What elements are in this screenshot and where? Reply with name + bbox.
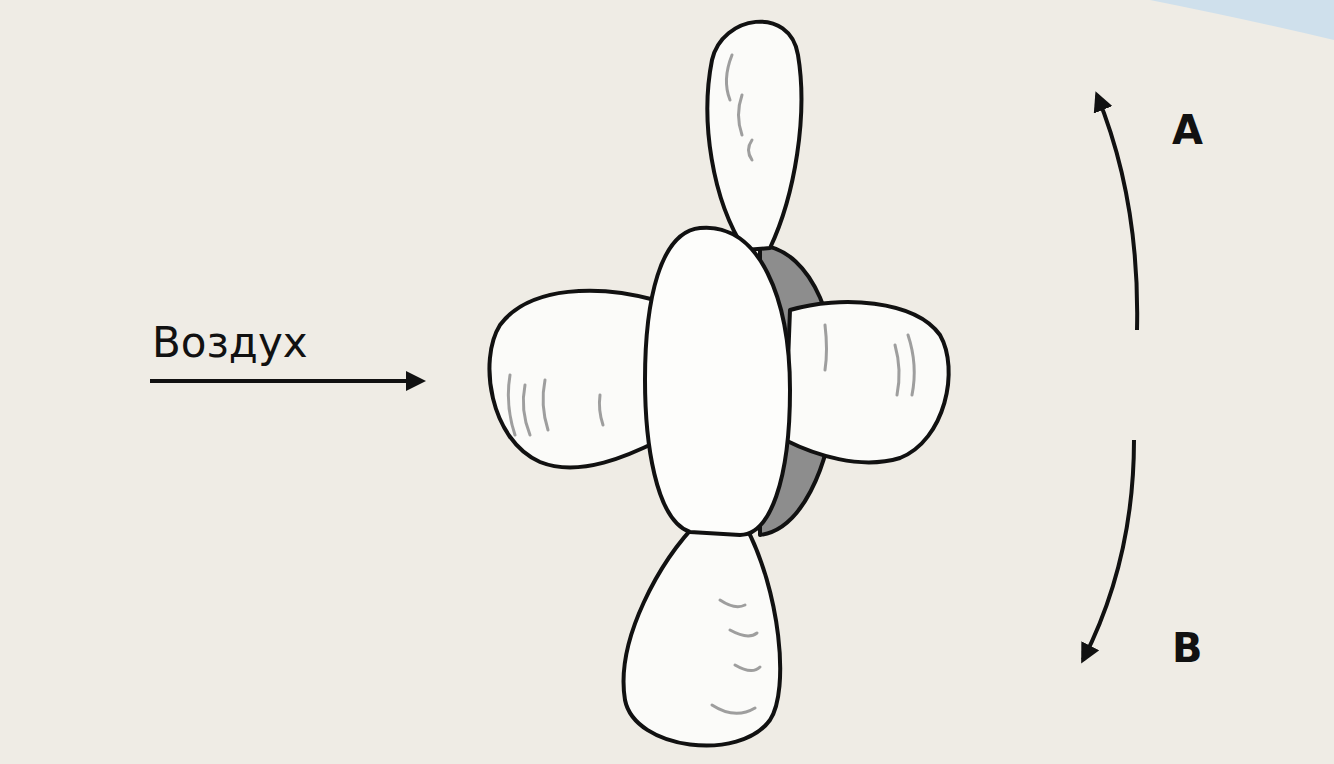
bottom-blade [624,520,781,746]
corner-decoration [1150,0,1334,40]
air-arrow [150,379,422,383]
left-blade [489,291,660,468]
right-blade [785,302,949,462]
direction-label: A [1172,110,1203,150]
air-label: Воздух [152,322,308,364]
top-blade [707,22,801,250]
direction-label: B [1172,628,1203,668]
hub [645,228,790,535]
rotation-arrow-a [1097,95,1137,330]
rotation-arrow-b [1083,440,1134,660]
